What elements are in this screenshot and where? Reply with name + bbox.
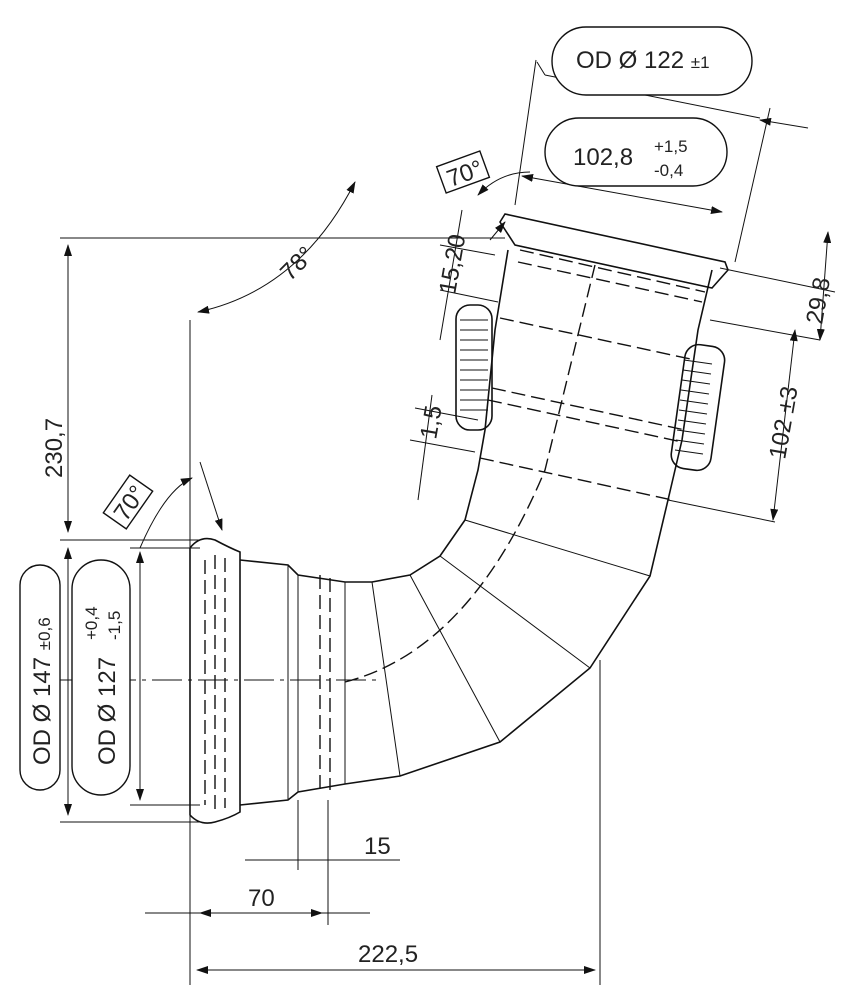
svg-text:+0,4: +0,4: [82, 606, 101, 640]
svg-text:102,8: 102,8: [573, 144, 633, 171]
label-total-width: 222,5: [358, 941, 418, 968]
label-inlet-id: OD Ø 127 +0,4 -1,5: [71, 559, 131, 796]
svg-text:-1,5: -1,5: [105, 611, 124, 640]
bellows-right: [670, 343, 726, 472]
label-bend-angle: 78°: [275, 241, 320, 286]
label-step-length: 15: [364, 833, 391, 860]
label-bellows-offset: 29,8: [801, 275, 836, 326]
svg-text:-0,4: -0,4: [654, 161, 683, 180]
label-inlet-angle: 70°: [102, 474, 154, 530]
svg-text:OD Ø 147 ±0,6: OD Ø 147 ±0,6: [29, 617, 56, 765]
label-flange-height: 15,20: [434, 232, 471, 296]
label-height: 230,7: [41, 418, 68, 478]
pipe-outline: [189, 213, 729, 824]
label-bellows-gap: 1,5: [415, 403, 447, 441]
dimension-lines: [60, 59, 836, 985]
label-outlet-angle: 70°: [435, 150, 491, 194]
label-bellows-length: 102 ±3: [764, 384, 803, 461]
label-inlet-od: OD Ø 147 ±0,6: [19, 564, 61, 791]
svg-text:OD Ø 122 ±1: OD Ø 122 ±1: [576, 47, 710, 74]
label-outlet-od: OD Ø 122 ±1: [551, 26, 753, 96]
svg-text:+1,5: +1,5: [654, 137, 688, 156]
label-outlet-id: 102,8 +1,5 -0,4: [544, 117, 728, 187]
bellows-left: [455, 304, 493, 431]
svg-text:OD Ø 127: OD Ø 127: [94, 657, 121, 765]
label-inlet-length: 70: [248, 885, 275, 912]
